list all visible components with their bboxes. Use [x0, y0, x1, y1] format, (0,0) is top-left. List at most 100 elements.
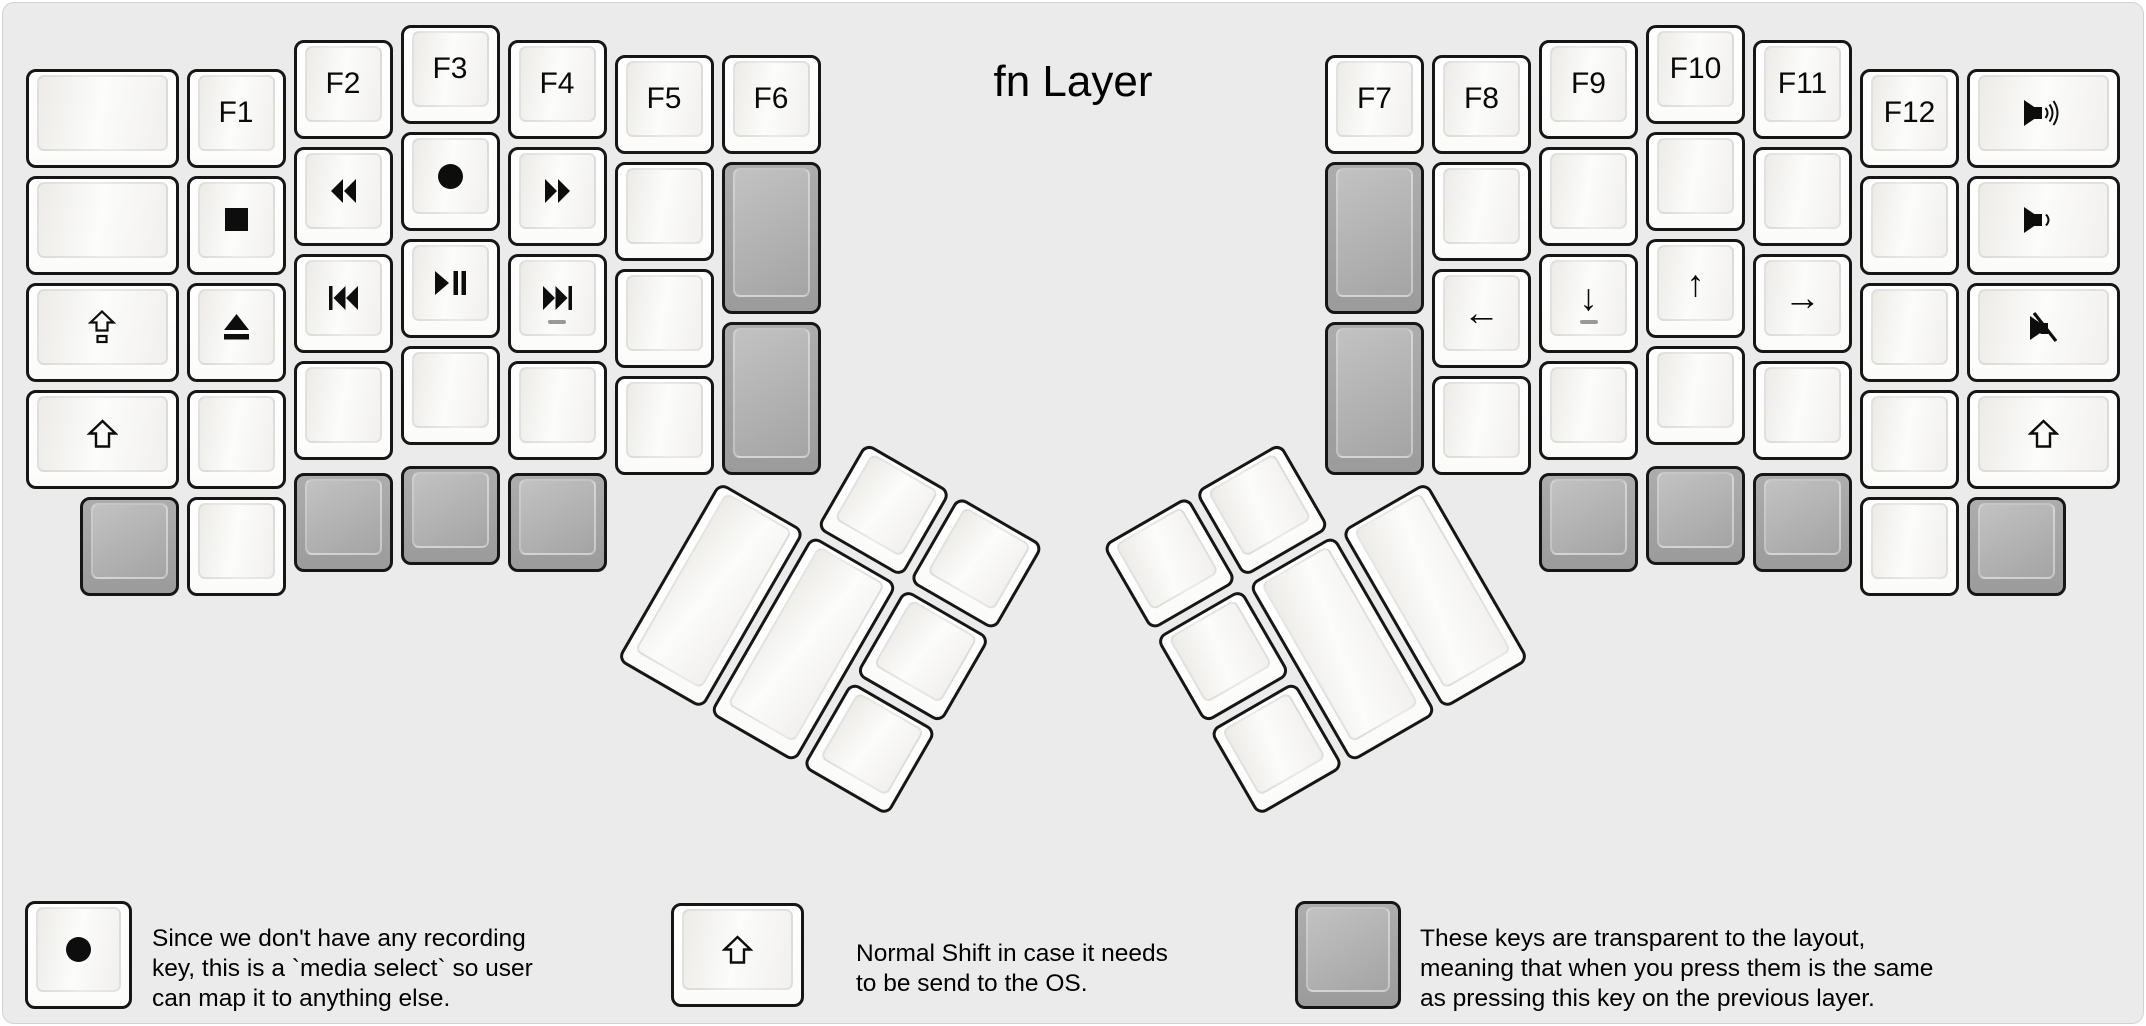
keycap-top: [1871, 181, 1948, 258]
key-transparent: [400, 465, 500, 565]
keycap-top: F11: [1764, 45, 1841, 122]
keycap-top: [518, 152, 596, 229]
key-f9: F9: [1539, 39, 1638, 139]
keycap-top: [304, 366, 382, 443]
arrow-left-icon: ←: [1463, 292, 1500, 334]
key-transparent: [1539, 473, 1638, 573]
key-transparent: [79, 496, 179, 596]
key-transparent: [1325, 161, 1424, 315]
key-f1: F1: [186, 68, 286, 168]
key-transparent: [721, 322, 821, 475]
keycap-top: [411, 471, 489, 548]
keycap-top: [1978, 395, 2109, 472]
key-f4: F4: [507, 39, 607, 139]
keycap-top: [37, 395, 168, 472]
key-arrow-up: ↑: [1646, 239, 1745, 338]
keycap-top: F4: [518, 45, 596, 122]
arrow-right-icon: →: [1784, 277, 1821, 319]
keycap-top: [926, 506, 1032, 611]
key-label: F9: [1570, 66, 1606, 100]
key-blank: [1646, 346, 1745, 445]
key-f11: F11: [1753, 39, 1852, 139]
key-shift: [671, 903, 804, 1007]
key-label: F11: [1777, 66, 1828, 100]
key-blank: [293, 360, 393, 460]
key-record: [25, 901, 132, 1009]
key-label: F3: [432, 52, 468, 85]
keycap-top: [682, 909, 793, 990]
key-label: F8: [1463, 81, 1499, 115]
key-blank: [26, 175, 179, 275]
legend-text-line: key, this is a `media select` so user: [152, 955, 533, 982]
volume-down-icon: [2023, 205, 2064, 235]
keycap-top: [625, 381, 703, 458]
keycap-top: [411, 352, 489, 428]
key-label: F7: [1356, 81, 1392, 115]
key-arrow-down: ↓: [1539, 253, 1638, 353]
keycap-top: [1978, 502, 2055, 579]
key-f7: F7: [1325, 54, 1424, 154]
key-transparent: [507, 473, 607, 573]
key-blank: [1860, 496, 1959, 596]
keycap-top: [411, 138, 489, 214]
keycap-top: ↓: [1550, 259, 1627, 336]
eject-icon: [223, 313, 250, 340]
key-f8: F8: [1432, 54, 1531, 154]
key-blank: [186, 496, 286, 596]
keycap-top: [37, 74, 168, 151]
key-blank: [1432, 375, 1531, 475]
keycap-top: [1443, 167, 1520, 244]
keycap-top: [197, 502, 275, 579]
play-pause-icon: [434, 270, 467, 296]
keycap-top: [1207, 452, 1312, 558]
keycap-top: [518, 366, 596, 443]
keycap-top: F2: [304, 45, 382, 122]
keycap-top: [1978, 74, 2109, 151]
keycap-top: F1: [197, 74, 275, 151]
arrow-down-icon: ↓: [1579, 277, 1598, 319]
keycap-top: [90, 502, 168, 579]
key-previous-track: [293, 253, 393, 353]
keycap-top: [732, 167, 810, 298]
keycap-top: [1764, 152, 1841, 229]
keycap-top: [1306, 907, 1390, 992]
keycap-top: [1657, 138, 1734, 214]
key-caps-lock: [26, 282, 179, 382]
key-blank: [1753, 360, 1852, 460]
volume-up-icon: [2023, 98, 2064, 128]
key-mute: [1967, 282, 2120, 382]
key-f10: F10: [1646, 25, 1745, 124]
key-blank: [26, 68, 179, 168]
keycap-top: [1550, 152, 1627, 229]
legend-text-line: meaning that when you press them is the …: [1420, 955, 1934, 982]
key-blank: [614, 161, 714, 261]
rewind-icon: [330, 178, 357, 204]
key-blank: [1860, 175, 1959, 275]
arrow-up-icon: ↑: [1686, 262, 1705, 304]
keycap-top: [833, 452, 939, 558]
key-shift: [26, 389, 179, 489]
keycap-top: [1871, 395, 1948, 472]
key-transparent: [1967, 496, 2066, 596]
key-volume-down: [1967, 175, 2120, 275]
keycap-top: [1764, 366, 1841, 443]
key-transparent: [1325, 322, 1424, 475]
key-f5: F5: [614, 54, 714, 154]
key-f12: F12: [1860, 68, 1959, 168]
homing-bar: [1579, 319, 1598, 324]
record-icon: [437, 163, 464, 190]
keycap-top: F9: [1550, 45, 1627, 122]
keycap-top: [625, 274, 703, 351]
key-f2: F2: [293, 39, 393, 139]
next-track-icon: [542, 285, 573, 311]
shift-icon: [2027, 419, 2059, 449]
keycap-top: F6: [732, 60, 810, 137]
legend-text-line: Since we don't have any recording: [152, 925, 526, 952]
key-f6: F6: [721, 54, 821, 154]
key-volume-up: [1967, 68, 2120, 168]
key-blank: [1860, 389, 1959, 489]
keycap-top: [304, 479, 382, 556]
key-blank: [186, 389, 286, 489]
